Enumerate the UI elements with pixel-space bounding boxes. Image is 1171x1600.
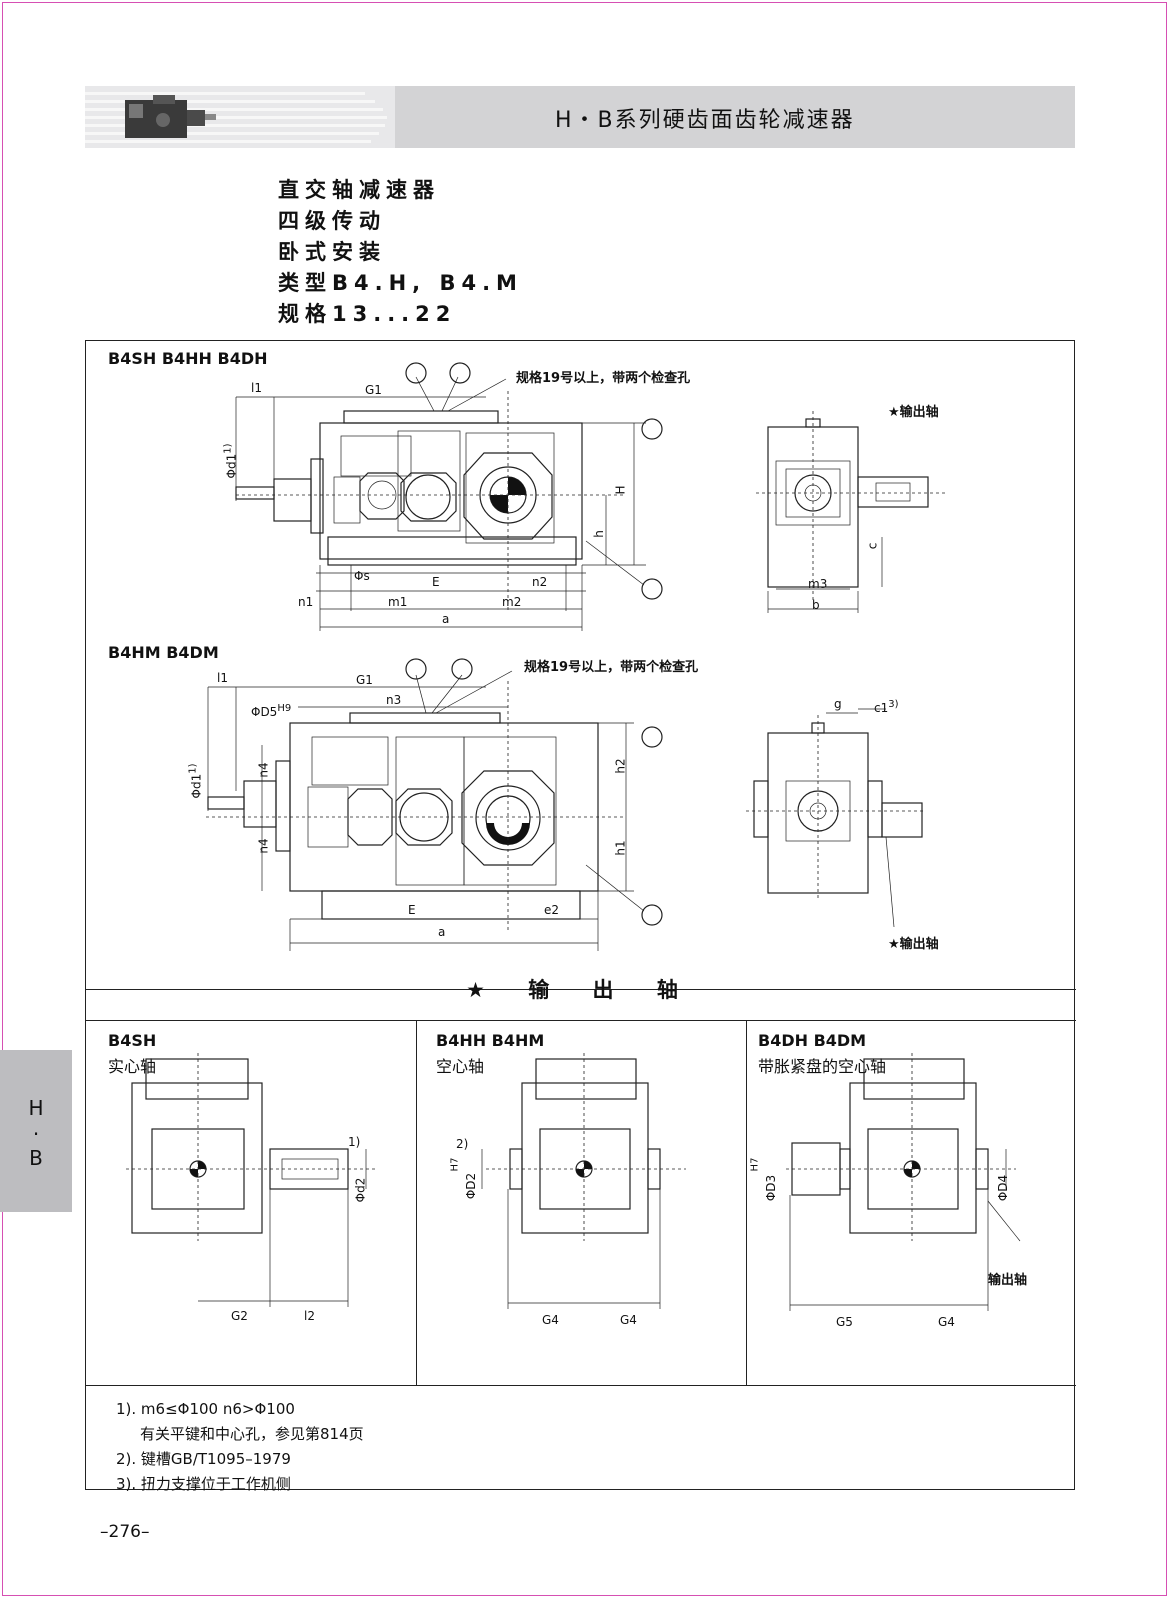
side-tab: H · B	[0, 1050, 72, 1212]
dim-G5: G5	[836, 1315, 853, 1329]
intro-block: 直交轴减速器 四级传动 卧式安装 类型B4.H, B4.M 规格13...22	[278, 175, 523, 330]
output-shaft-label: ★输出轴	[888, 937, 939, 952]
header-decoration	[85, 86, 395, 148]
output-shaft-shrink-disc	[786, 1053, 1021, 1311]
technical-drawings	[126, 362, 1021, 1311]
inspection-note: 规格19号以上，带两个检查孔	[524, 660, 699, 675]
side-tab-letter: H	[28, 1096, 44, 1120]
col2-type: B4HH B4HM	[436, 1031, 545, 1050]
output-shaft-hollow	[481, 1053, 686, 1309]
note-ref: 1)	[348, 1135, 361, 1149]
inspection-note: 规格19号以上，带两个检查孔	[516, 371, 691, 386]
dim-G1: G1	[365, 383, 382, 397]
dim-g: g	[834, 697, 842, 711]
dim-n3: n3	[386, 693, 402, 707]
output-section-title: ★ 输 出 轴	[466, 978, 696, 1002]
intro-line: 直交轴减速器	[278, 178, 440, 202]
divider	[86, 1020, 1076, 1021]
dim-G4: G4	[620, 1313, 637, 1327]
divider	[86, 1385, 1076, 1386]
drawing-panel: B4SH B4HH B4DH 规格19号以上，带两个检查孔 ★输出轴 l1 G1…	[85, 340, 1076, 1493]
gearbox-front-view-2	[206, 658, 663, 951]
dim-l1: l1	[217, 671, 228, 685]
dim-m1: m1	[388, 595, 408, 609]
divider	[416, 1020, 417, 1385]
page-title: H・B系列硬齿面齿轮减速器	[555, 108, 855, 133]
col2-desc: 空心轴	[436, 1057, 485, 1076]
dim-s: Φs	[354, 569, 370, 583]
dim-n2: n2	[532, 575, 548, 589]
notes: 1). m6≤Φ100 n6>Φ100 有关平键和中心孔，参见第814页 2).…	[116, 1397, 364, 1497]
header-band: H・B系列硬齿面齿轮减速器	[85, 86, 1075, 148]
dim-b: b	[812, 598, 820, 612]
dim-m2: m2	[502, 595, 522, 609]
note-item: 有关平键和中心孔，参见第814页	[140, 1425, 364, 1443]
side-tab-letter: B	[29, 1146, 43, 1170]
dim-G2: G2	[231, 1309, 248, 1323]
dim-G4: G4	[542, 1313, 559, 1327]
col3-type: B4DH B4DM	[758, 1031, 867, 1050]
dim-a: a	[442, 612, 450, 626]
output-shaft-solid	[126, 1053, 376, 1307]
dim-l2: l2	[304, 1309, 315, 1323]
note-item: 1). m6≤Φ100 n6>Φ100	[116, 1400, 295, 1418]
gearbox-side-view-1	[756, 411, 946, 613]
dim-G1: G1	[356, 673, 373, 687]
dim-l1: l1	[251, 381, 262, 395]
dim-G4: G4	[938, 1315, 955, 1329]
drawing2-heading: B4HM B4DM	[108, 643, 219, 662]
output-shaft-label: 输出轴	[988, 1273, 1028, 1288]
dim-n1: n1	[298, 595, 314, 609]
intro-line: 四级传动	[278, 209, 386, 233]
col1-type: B4SH	[108, 1031, 157, 1050]
gearbox-front-view-1	[235, 362, 663, 631]
col1-desc: 实心轴	[108, 1057, 157, 1076]
gearbox-side-view-2	[746, 708, 926, 928]
side-tab-dot: ·	[32, 1122, 40, 1146]
intro-line: 规格13...22	[278, 302, 457, 326]
dim-E: E	[432, 575, 440, 589]
page-number: –276–	[100, 1522, 150, 1542]
dim-E: E	[408, 903, 416, 917]
note-ref: 2)	[456, 1137, 469, 1151]
intro-line: 类型B4.H, B4.M	[278, 271, 523, 295]
gearbox-photo-icon	[125, 95, 216, 138]
drawing1-heading: B4SH B4HH B4DH	[108, 349, 268, 368]
divider	[86, 989, 1076, 990]
dim-c1: c13)	[874, 699, 899, 715]
divider	[746, 1020, 747, 1385]
output-shaft-label: ★输出轴	[888, 405, 939, 420]
dim-a: a	[438, 925, 446, 939]
dim-D5: ΦD5H9	[251, 703, 292, 719]
dim-e2: e2	[544, 903, 560, 917]
col3-desc: 带胀紧盘的空心轴	[758, 1057, 887, 1076]
note-item: 3). 扭力支撑位于工作机侧	[116, 1475, 291, 1493]
note-item: 2). 键槽GB/T1095–1979	[116, 1450, 291, 1468]
intro-line: 卧式安装	[278, 240, 386, 264]
